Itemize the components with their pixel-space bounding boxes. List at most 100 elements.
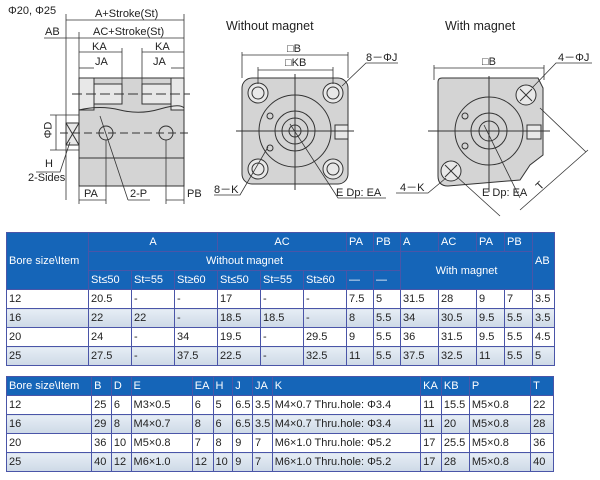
table-cell: - bbox=[260, 289, 305, 309]
table-2-header-cell: B bbox=[91, 376, 112, 396]
subheader-ac-st-le-50: St≤50 bbox=[217, 270, 262, 290]
table-cell: 6.5 bbox=[232, 414, 253, 434]
subheader-a-st-le-50: St≤50 bbox=[88, 270, 132, 290]
table-cell: M5×0.8 bbox=[468, 452, 532, 472]
table-cell: 12 bbox=[110, 452, 132, 472]
table-cell: 40 bbox=[530, 452, 554, 472]
table-2-header-cell: KB bbox=[440, 376, 470, 396]
table-cell: M6×1.0 bbox=[130, 452, 193, 472]
table-cell: M5×0.8 bbox=[468, 433, 532, 453]
header-a: A bbox=[87, 232, 219, 252]
subheader-a-st-ge-60: St≥60 bbox=[173, 270, 219, 290]
drawing-lines bbox=[36, 14, 592, 217]
table-cell: 36 bbox=[91, 433, 112, 453]
table-2-header-cell: P bbox=[468, 376, 532, 396]
dimensions-table-1: Bore size\Item A AC PA PB A AC PA PB AB … bbox=[6, 232, 556, 366]
table-2-header-cell: D bbox=[110, 376, 132, 396]
bore-size-cell: 25 bbox=[5, 452, 93, 472]
table-cell: 9.5 bbox=[476, 308, 506, 328]
dim-j-with: 4－ΦJ bbox=[558, 52, 590, 64]
dim-2p: 2-P bbox=[130, 188, 148, 200]
table-2-header-cell: JA bbox=[251, 376, 273, 396]
table-cell: M5×0.8 bbox=[468, 395, 532, 415]
table-cell: M3×0.5 bbox=[130, 395, 193, 415]
table-cell: 3.5 bbox=[532, 308, 556, 328]
dim-ka-left: KA bbox=[92, 41, 107, 53]
table-cell: 6.5 bbox=[232, 395, 253, 415]
dim-ka-right: KA bbox=[155, 41, 170, 53]
dim-ja-right: JA bbox=[153, 56, 166, 68]
dim-kb-without: □KB bbox=[285, 57, 307, 69]
bore-size-cell: 12 bbox=[5, 395, 93, 415]
table-cell: 8 bbox=[212, 433, 234, 453]
table-cell: 9 bbox=[476, 289, 506, 309]
table-cell: 8 bbox=[346, 308, 375, 328]
table-2-header-cell: K bbox=[271, 376, 422, 396]
dim-k-with: 4－K bbox=[400, 182, 425, 194]
header-with-magnet: With magnet bbox=[400, 251, 534, 290]
table-cell: 6 bbox=[191, 395, 214, 415]
table-cell: 28 bbox=[530, 414, 554, 434]
dim-d: ΦD bbox=[42, 121, 55, 139]
dim-e-with: E Dp: EA bbox=[482, 187, 528, 199]
dim-e-without: E Dp: EA bbox=[336, 187, 382, 199]
table-cell: 7 bbox=[191, 433, 214, 453]
table-cell: 20.5 bbox=[88, 289, 132, 309]
technical-drawing: Φ20, Φ25 A+Stroke(St) AB AC+Stroke(St) K… bbox=[0, 0, 600, 222]
table-cell: 22 bbox=[530, 395, 554, 415]
table-cell: 8 bbox=[191, 414, 214, 434]
header-pa: PA bbox=[346, 232, 375, 252]
side-view-body bbox=[60, 77, 190, 187]
table-cell: - bbox=[131, 327, 175, 347]
dim-ab: AB bbox=[45, 26, 60, 38]
table-cell: 31.5 bbox=[438, 327, 478, 347]
table-cell: 5 bbox=[212, 395, 234, 415]
table-2-header-cell: KA bbox=[420, 376, 442, 396]
table-cell: 11 bbox=[420, 395, 442, 415]
table-cell: 25.5 bbox=[440, 433, 470, 453]
dim-k-without: 8－K bbox=[214, 184, 239, 196]
side-view-dimensions bbox=[36, 14, 185, 204]
subheader-a-st-55: St=55 bbox=[131, 270, 175, 290]
table-cell: 5.5 bbox=[504, 346, 534, 366]
table-cell: M6×1.0 Thru.hole: Φ5.2 bbox=[271, 452, 422, 472]
table-cell: - bbox=[260, 346, 305, 366]
table-cell: 17 bbox=[420, 433, 442, 453]
table-cell: 32.5 bbox=[438, 346, 478, 366]
table-2-header-cell: Bore size\Item bbox=[5, 376, 93, 396]
front-view-without-magnet-dimensions bbox=[214, 52, 398, 199]
table-cell: - bbox=[131, 346, 175, 366]
table-cell: 5.5 bbox=[504, 308, 534, 328]
table-cell: 5.5 bbox=[504, 327, 534, 347]
table-cell: 24 bbox=[88, 327, 132, 347]
dim-b-with: □B bbox=[482, 56, 496, 68]
table-cell: 3.5 bbox=[532, 289, 556, 309]
table-cell: 11 bbox=[476, 346, 506, 366]
dim-a-stroke: A+Stroke(St) bbox=[95, 8, 159, 20]
table-cell: 12 bbox=[191, 452, 214, 472]
subheader-pb-dash: — bbox=[373, 270, 402, 290]
table-cell: - bbox=[303, 289, 348, 309]
table-cell: 34 bbox=[173, 327, 219, 347]
subheader-ac-st-55: St=55 bbox=[260, 270, 305, 290]
table-cell: 15.5 bbox=[440, 395, 470, 415]
without-magnet-title: Without magnet bbox=[226, 19, 314, 33]
table-cell: - bbox=[260, 327, 305, 347]
bore-size-cell: 25 bbox=[6, 346, 89, 366]
header-bore-size: Bore size\Item bbox=[6, 232, 89, 290]
table-cell: M5×0.8 bbox=[468, 414, 532, 434]
table-cell: - bbox=[173, 308, 219, 328]
table-cell: 4.5 bbox=[532, 327, 556, 347]
front-view-with-magnet-dimensions bbox=[396, 62, 592, 217]
header-ab: AB bbox=[532, 232, 556, 290]
table-cell: 36 bbox=[400, 327, 440, 347]
table-cell: 10 bbox=[110, 433, 132, 453]
